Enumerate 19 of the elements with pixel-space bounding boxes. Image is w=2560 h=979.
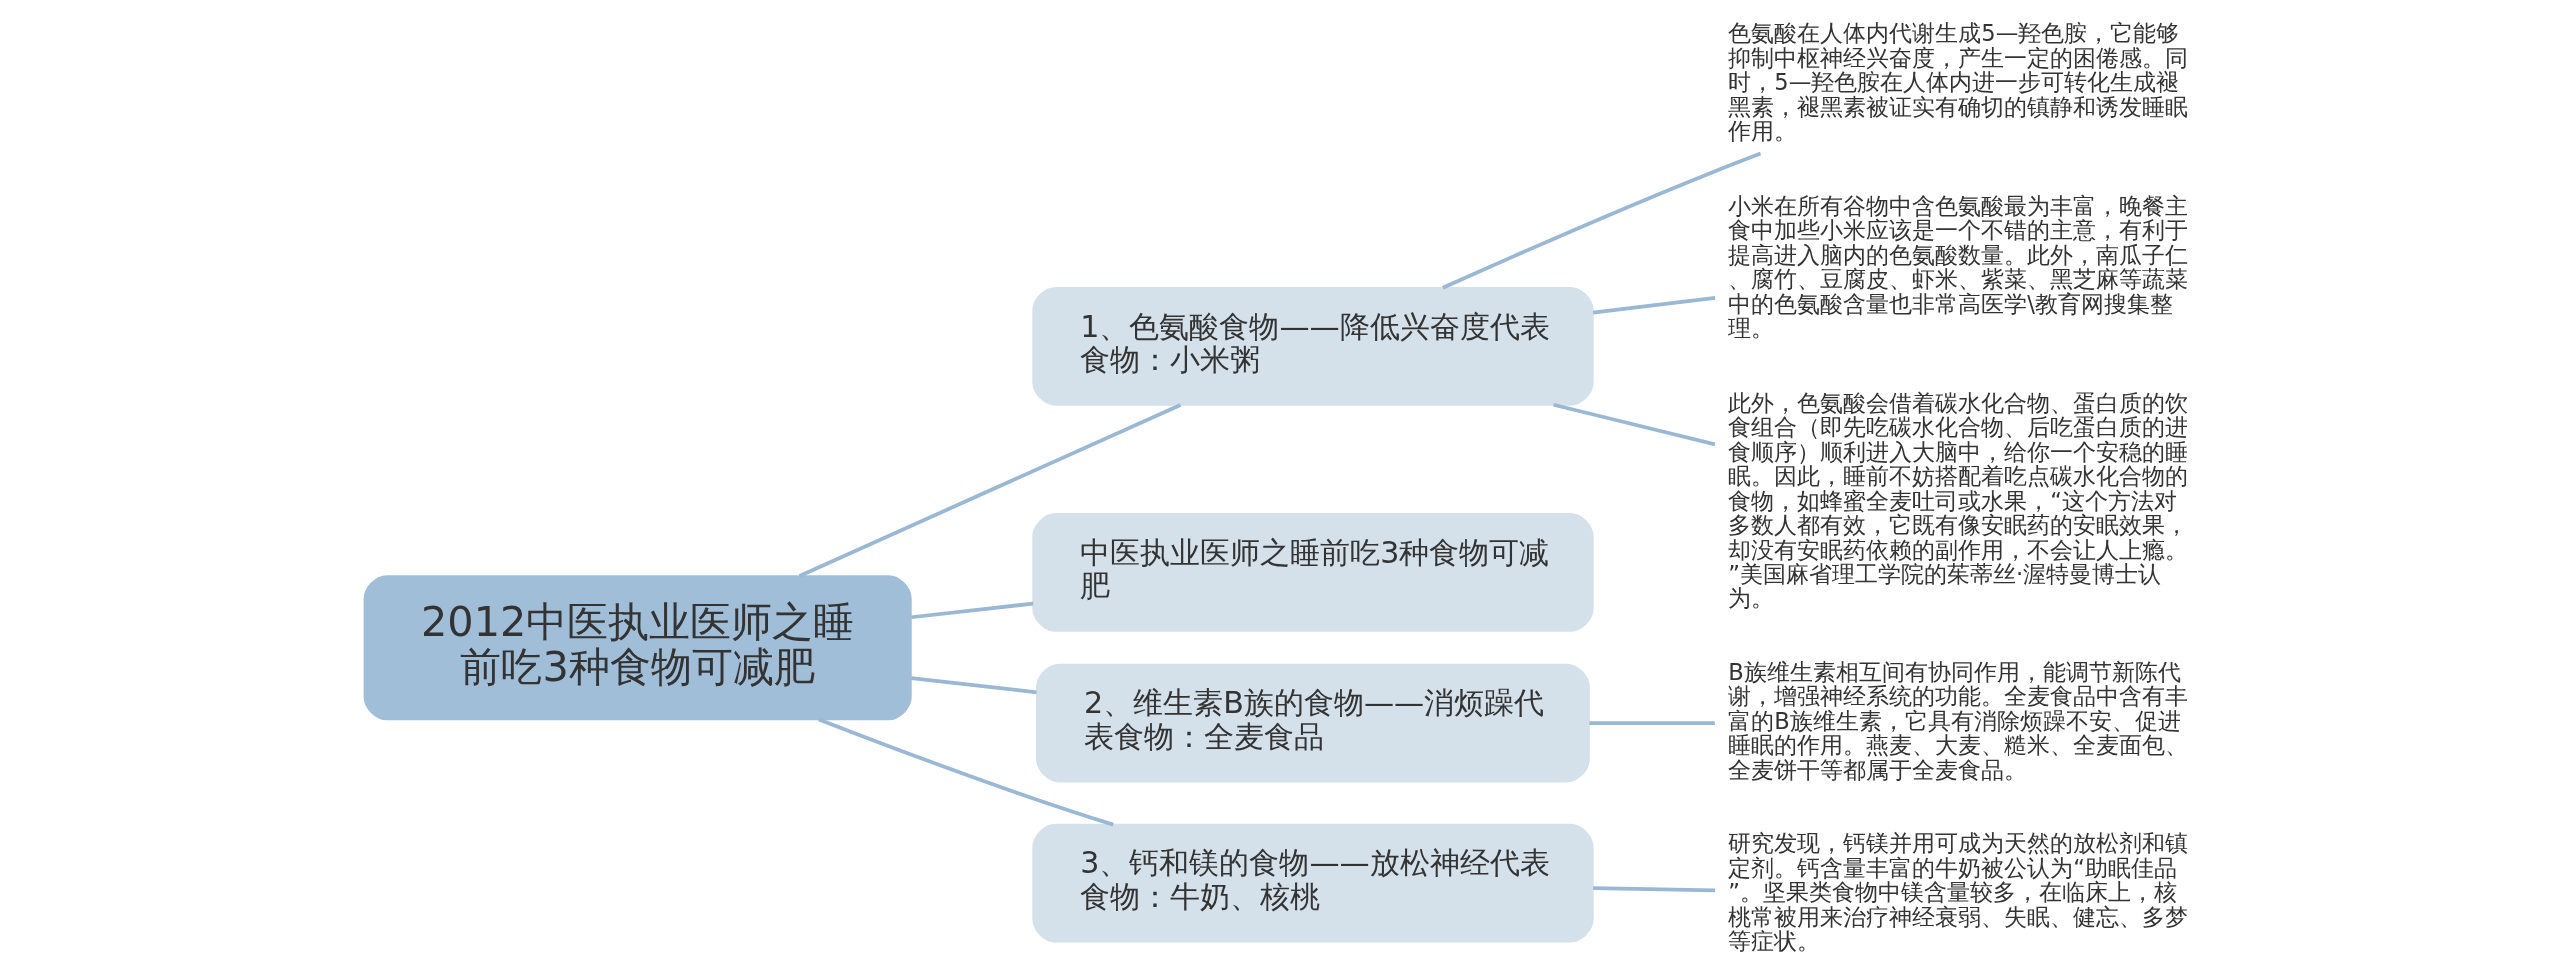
connector [1442,151,1762,290]
connector [1592,296,1716,315]
connector [911,676,1037,695]
node-box: 2、维生素B族的食物——消烦躁代表食物：全麦食品 [1036,663,1590,783]
node-box: 中医执业医师之睡前吃3种食物可减肥 [1032,513,1594,632]
connector [798,403,1182,578]
node-box: 3、钙和镁的食物——放松神经代表食物：牛奶、核桃 [1032,823,1594,943]
node-text: 研究发现，钙镁并用可成为天然的放松剂和镇定剂。钙含量丰富的牛奶被公认为“助眠佳品”。坚果类食物中镁含量较多，在临床上，核桃常被用来治疗神经衰弱、失眠、健忘、多梦等症状。 [1728,830,2189,955]
node-text: 色氨酸在人体内代谢生成5—羟色胺，它能够抑制中枢神经兴奋度，产生一定的困倦感。同时，5—羟色胺在人体内进一步可转化生成褪黑素，褪黑素被证实有确切的镇静和诱发睡眠作用。 [1728,20,2189,145]
connector [818,717,1114,827]
node-text: B族维生素相互间有协同作用，能调节新陈代谢，增强神经系统的功能。全麦食品中含有丰富的B族维生素，它具有消除烦躁不安、促进睡眠的作用。燕麦、大麦、糙米、全麦面包、全麦饼干等都属于全麦食品。 [1728,658,2189,783]
node-box: 2012中医执业医师之睡前吃3种食物可减肥 [363,575,912,721]
node-text: 此外，色氨酸会借着碳水化合物、蛋白质的饮食组合（即先吃碳水化合物、后吃蛋白质的进食顺序）顺利进入大脑中，给你一个安稳的睡眠。因此，睡前不妨搭配着吃点碳水化合物的食物，如蜂蜜全麦吐司或水果，“这个方法对多数人都有效，它既有像安眠药的安眠效果，却没有安眠药依赖的副作用，不会让人上瘾。”美国麻省理工学院的茱蒂丝·渥特曼博士认为。 [1728,389,2189,612]
connector [1589,721,1715,725]
node-text: 小米在所有谷物中含色氨酸最为丰富，晚餐主食中加些小米应该是一个不错的主意，有利于提高进入脑内的色氨酸数量。此外，南瓜子仁、腐竹、豆腐皮、虾米、紫菜、黑芝麻等蔬菜中的色氨酸含量也非常高医学\教育网搜集整理。 [1728,192,2189,342]
connector [911,601,1034,620]
connector [1553,402,1716,447]
node-box: 1、色氨酸食物——降低兴奋度代表食物：小米粥 [1032,287,1594,406]
connector [1593,886,1716,893]
